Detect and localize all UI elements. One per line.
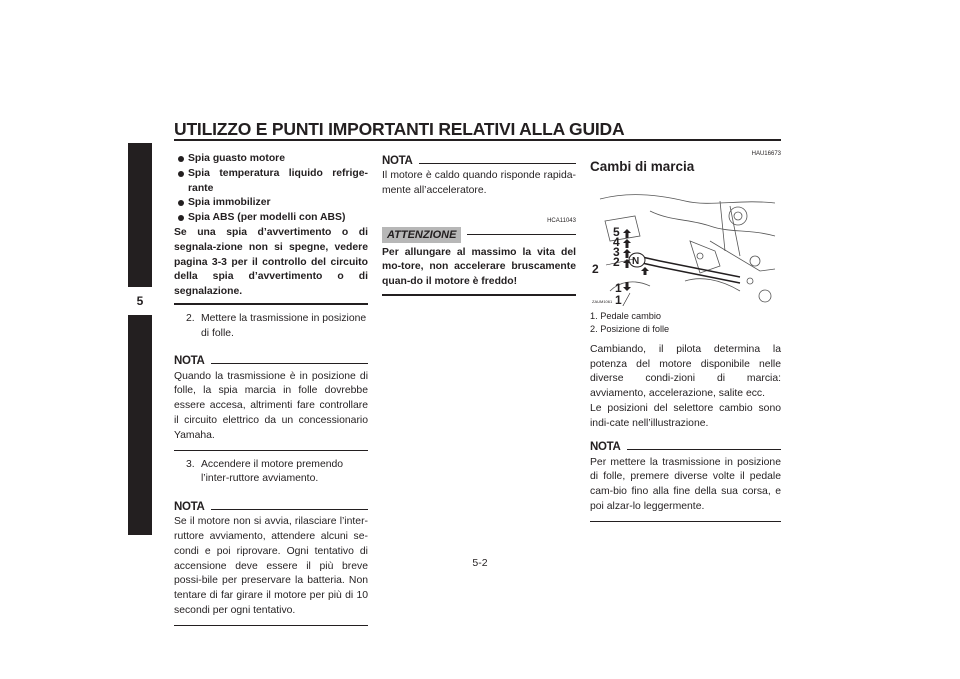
nota-text: Per mettere la trasmissione in posizione… <box>590 456 781 512</box>
paragraph: Le posizioni del selettore cambio sono i… <box>590 402 781 429</box>
gear-shift-drawing: 5 4 3 2 N 1 2 1 ZAUM1061 <box>592 193 776 306</box>
gear-label-4: 4 <box>613 235 620 249</box>
divider <box>382 293 576 296</box>
list-item: Spia immobilizer <box>174 196 368 211</box>
divider <box>174 624 368 626</box>
nota-2-heading: NOTA <box>174 499 368 515</box>
figure-code: ZAUM1061 <box>592 299 613 304</box>
nota-rule <box>210 363 368 365</box>
divider <box>590 520 781 522</box>
column-1: Spia guasto motore Spia temperatura liqu… <box>174 150 368 626</box>
attention-label: ATTENZIONE <box>382 226 462 243</box>
callout-2: 2 <box>592 262 599 276</box>
warning-light-list: Spia guasto motore Spia temperatura liqu… <box>174 152 368 226</box>
nota-text: Il motore è caldo quando risponde rapida… <box>382 170 576 196</box>
page-header-title: UTILIZZO E PUNTI IMPORTANTI RELATIVI ALL… <box>174 119 625 139</box>
page-number: 5-2 <box>472 557 488 569</box>
list-item: Spia guasto motore <box>174 152 368 167</box>
nota-2-text: Se il motore non si avvia, rilasciare l’… <box>174 516 368 616</box>
step-2: 2. Mettere la trasmissione in posizione … <box>186 312 368 342</box>
nota-1-text: Quando la trasmissione è in posizione di… <box>174 370 368 441</box>
nota-heading: NOTA <box>590 440 781 456</box>
gear-label-1: 1 <box>615 281 622 295</box>
caption: 2. Posizione di folle <box>590 323 670 334</box>
gear-label-3: 3 <box>613 245 620 259</box>
nota-rule <box>210 508 368 510</box>
callout-1: 1 <box>615 293 622 306</box>
warning-text: Se una spia d’avvertimento o di segnala-… <box>174 226 368 298</box>
step-text: Mettere la trasmissione in posizione di … <box>201 312 367 339</box>
nota-1-heading: NOTA <box>174 354 368 370</box>
column-3: HAU16673 Cambi di marcia <box>590 150 781 522</box>
nota-heading: NOTA <box>382 153 576 169</box>
reference-code: HAU16673 <box>751 151 781 157</box>
divider <box>174 449 368 451</box>
section-title: Cambi di marcia <box>590 159 695 174</box>
step-number: 2. <box>186 312 195 324</box>
gear-label-neutral: N <box>632 256 639 267</box>
list-item: Spia ABS (per modelli con ABS) <box>174 211 368 226</box>
attention-rule <box>467 234 576 236</box>
step-text: Accendere il motore premendo l’inter-rut… <box>201 458 344 485</box>
gear-label-5: 5 <box>613 225 620 239</box>
attention-heading: ATTENZIONE <box>382 226 576 243</box>
step-number: 3. <box>186 458 195 470</box>
nota-rule <box>626 449 781 451</box>
nota-rule <box>418 162 576 164</box>
nota-label: NOTA <box>590 441 621 454</box>
nota-label: NOTA <box>382 154 413 167</box>
column-2: NOTA Il motore è caldo quando risponde r… <box>382 150 576 296</box>
nota-label: NOTA <box>174 355 205 368</box>
gear-label-2: 2 <box>613 255 620 269</box>
paragraph: Cambiando, il pilota determina la potenz… <box>590 343 781 400</box>
step-3: 3. Accendere il motore premendo l’inter-… <box>186 458 368 488</box>
divider <box>174 302 368 305</box>
reference-code: HCA11043 <box>547 217 576 224</box>
header-rule <box>174 139 781 141</box>
caption: 1. Pedale cambio <box>590 310 661 321</box>
nota-label: NOTA <box>174 500 205 513</box>
list-item: Spia temperatura liquido refrige-rante <box>174 167 368 197</box>
chapter-tab: 5 <box>128 287 152 315</box>
attention-text: Per allungare al massimo la vita del mo-… <box>382 246 576 288</box>
gear-shift-illustration: 5 4 3 2 N 1 2 1 ZAUM1061 <box>590 181 781 306</box>
chapter-bar <box>128 143 152 535</box>
